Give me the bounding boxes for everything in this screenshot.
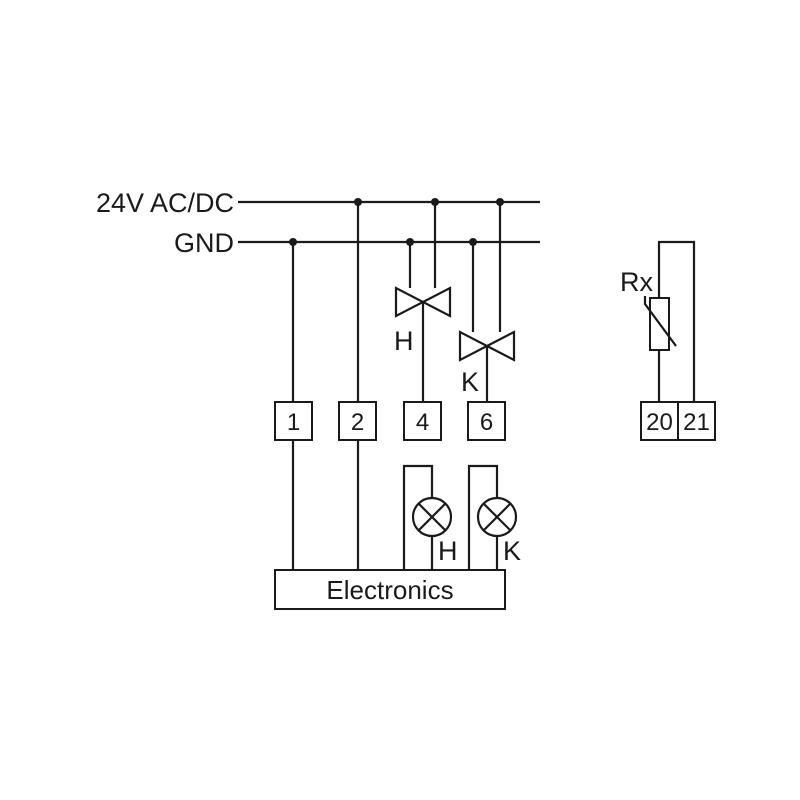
terminal-2-label: 2 [351,409,364,436]
cooling-valve: K [458,202,516,402]
terminal-1-label: 1 [287,409,300,436]
ground-rail: GND [174,228,540,258]
heating-lamp-label: H [438,536,458,566]
junction-dots [289,198,504,246]
terminal-20: 20 [640,401,679,441]
heating-valve: H [394,202,452,402]
sensor-rx-label: Rx [620,267,653,297]
terminal-6: 6 [467,401,506,441]
sensor-rx: Rx [620,240,696,402]
terminal-1: 1 [274,401,313,441]
heating-valve-label: H [394,326,414,356]
terminal-2: 2 [338,401,377,441]
cooling-lamp: K [467,464,521,570]
electronics-block: Electronics [274,569,506,610]
electronics-label: Electronics [326,575,453,605]
heating-lamp: H [402,464,458,570]
terminal-4: 4 [403,401,442,441]
supply-rail-label: 24V AC/DC [96,188,234,218]
terminal-4-label: 4 [416,409,429,436]
terminal-20-label: 20 [646,409,673,436]
cooling-valve-label: K [461,367,479,397]
terminal-21-label: 21 [683,409,710,436]
cooling-lamp-label: K [503,536,521,566]
terminal-21: 21 [677,401,716,441]
terminal-6-label: 6 [480,409,493,436]
supply-rail: 24V AC/DC [96,188,540,218]
ground-rail-label: GND [174,228,234,258]
